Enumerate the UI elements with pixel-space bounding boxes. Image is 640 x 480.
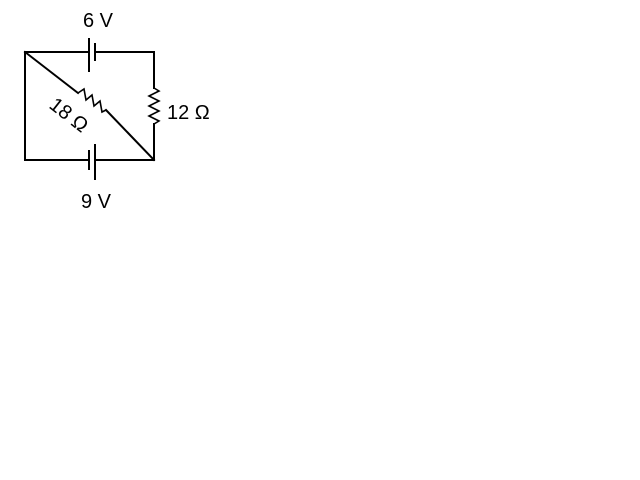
battery-9v — [88, 144, 96, 180]
label-9v: 9 V — [81, 191, 112, 213]
battery-6v — [88, 38, 96, 72]
diagonal-wire-bottom — [104, 108, 156, 162]
label-6v: 6 V — [83, 10, 114, 32]
resistor-18-ohm — [77, 87, 107, 114]
diagonal-wire-top — [23, 50, 80, 95]
label-18-ohm: 18 Ω — [45, 94, 92, 138]
label-12-ohm: 12 Ω — [167, 102, 210, 124]
resistor-12-ohm — [147, 87, 161, 125]
